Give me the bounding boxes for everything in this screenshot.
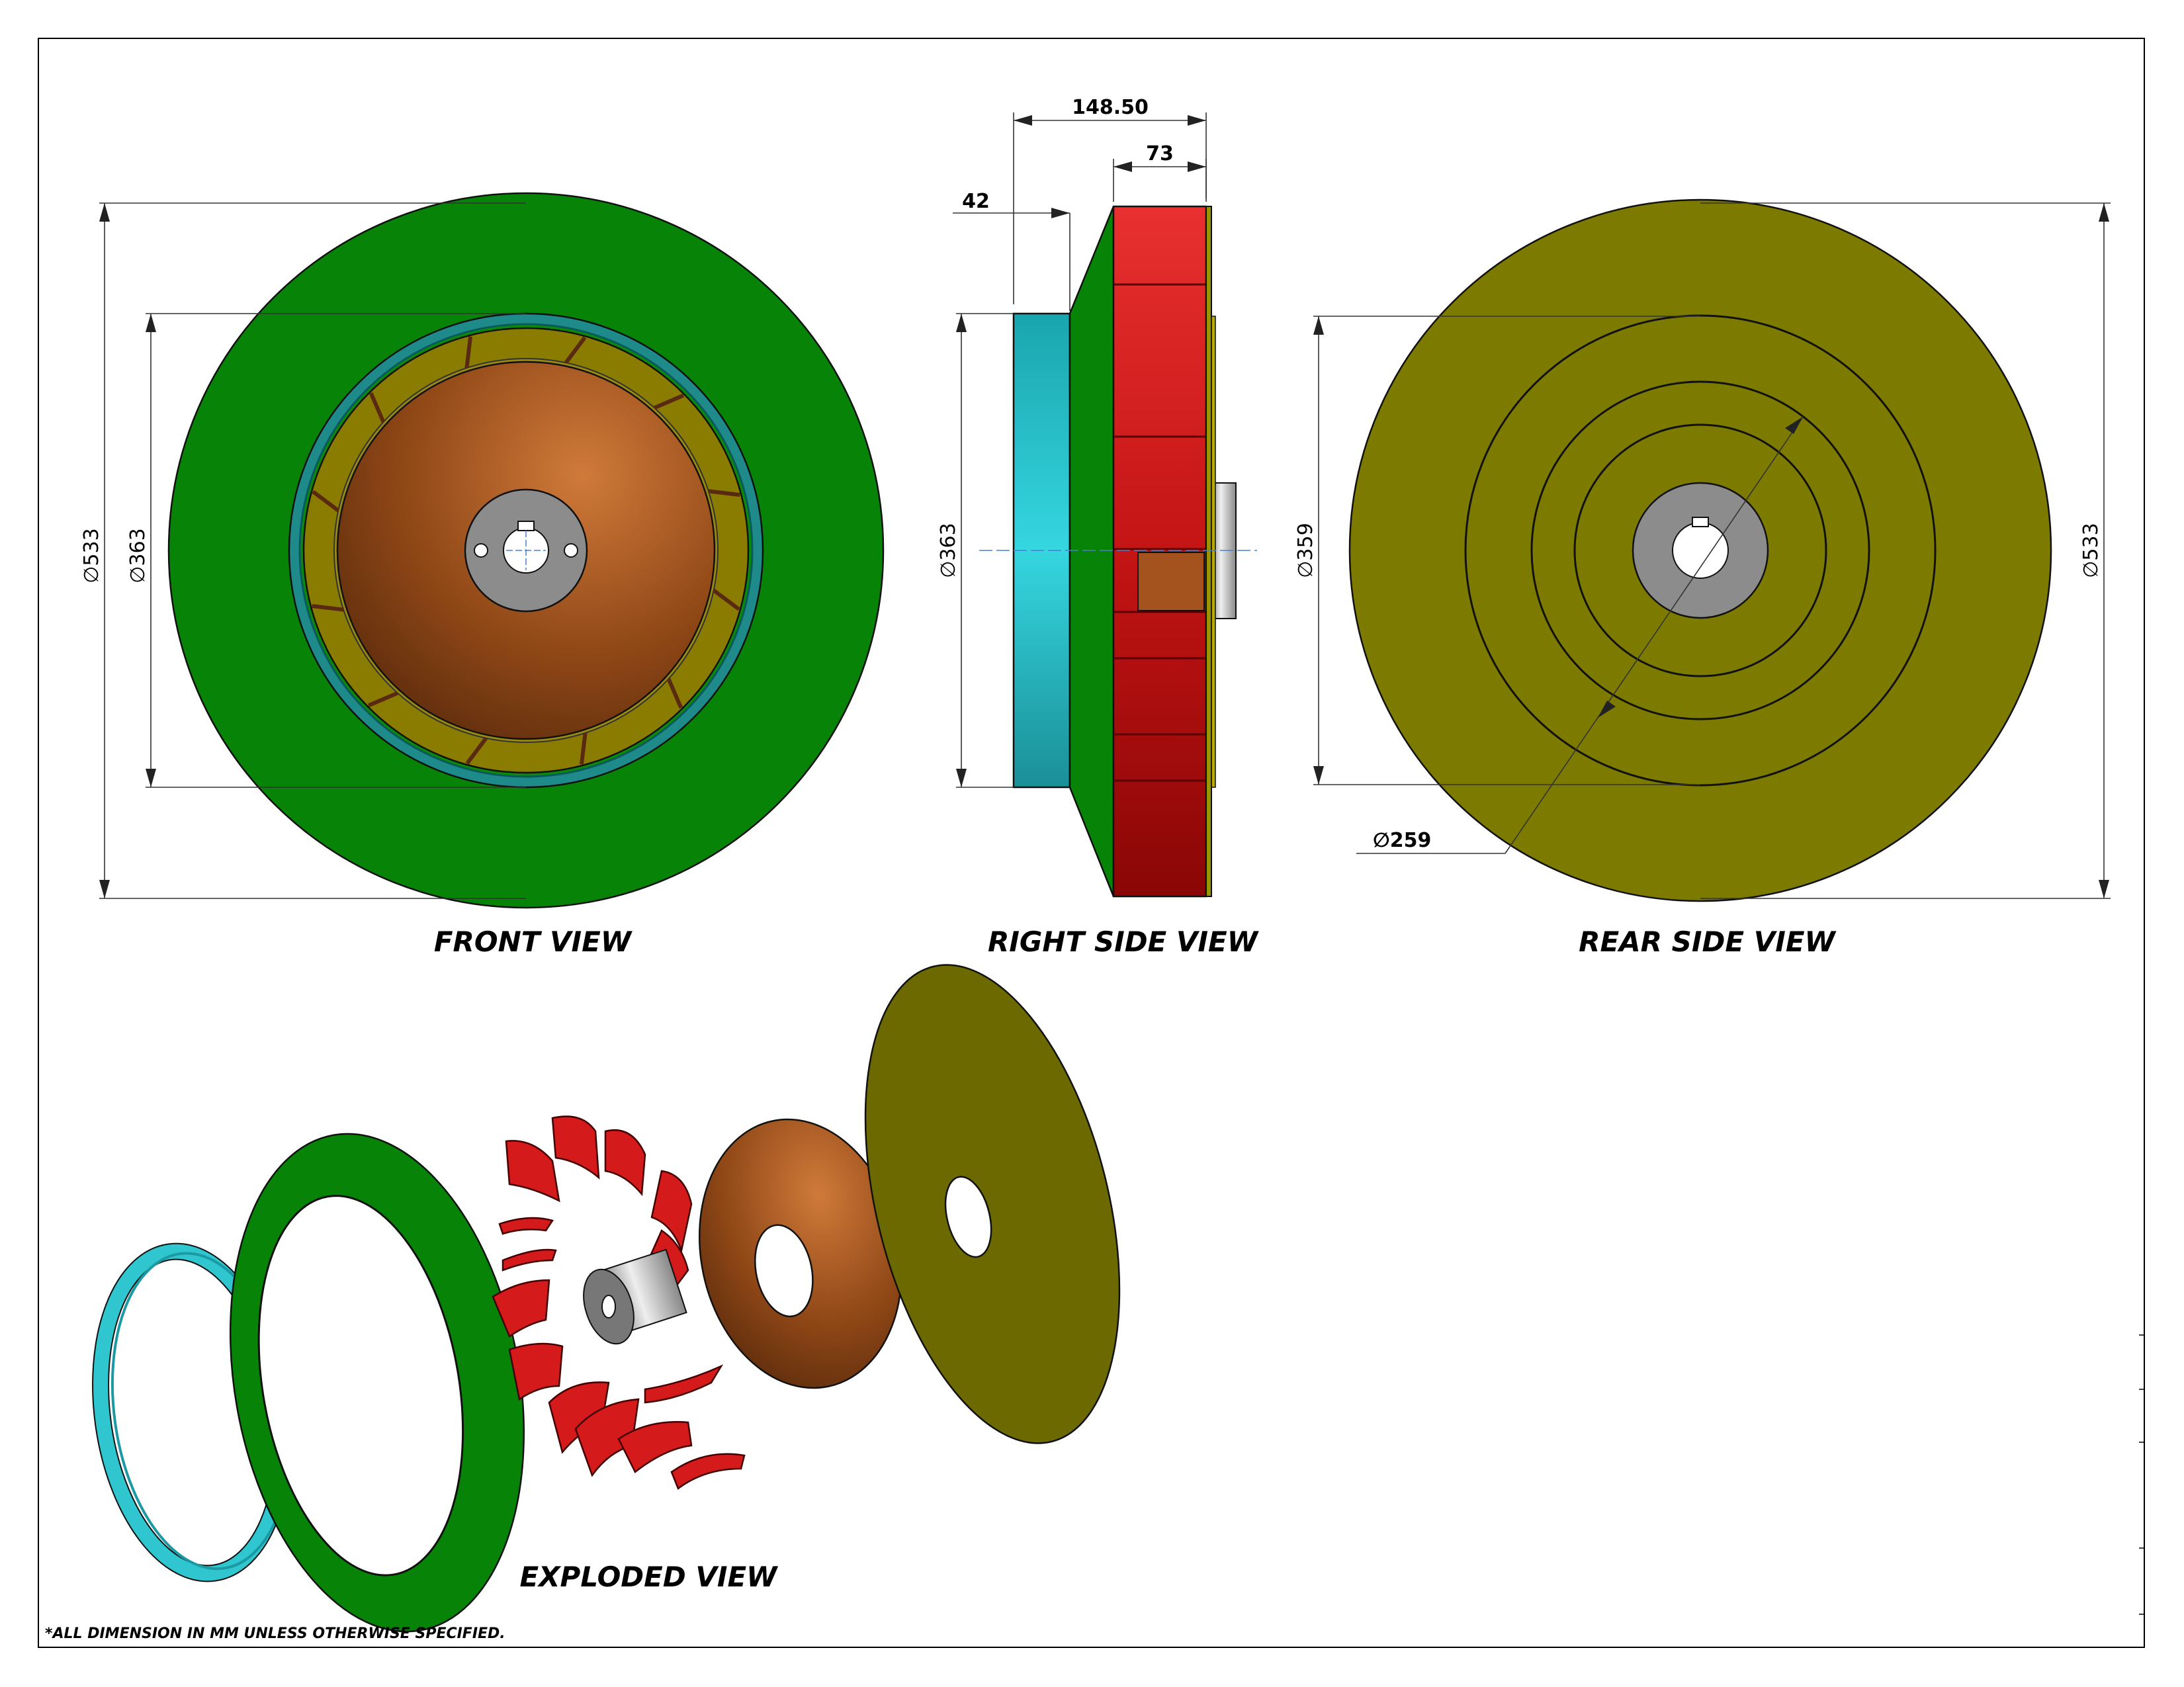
side-dim-inlet: 42 [962,190,990,213]
front-dim-inner: 363 [126,528,150,566]
rear-keyway [1692,517,1709,527]
diameter-symbol-icon: ∅ [126,566,150,584]
svg-text:∅533: ∅533 [80,528,103,583]
front-view-title: FRONT VIEW [434,926,633,958]
exploded-shroud [229,1133,525,1633]
front-blade-rib [708,489,740,497]
rear-view-title: REAR SIDE VIEW [1579,926,1837,958]
rear-dim-inner: 359 [1294,523,1317,560]
rear-ring-outer [1464,314,1937,787]
diameter-symbol-icon: ∅ [937,561,960,578]
svg-text:∅363: ∅363 [126,528,150,583]
front-blade-rib [666,677,683,709]
front-blade-rib [312,603,344,612]
front-blade-rib [464,336,473,368]
side-backplate [1205,206,1212,897]
exploded-view: EXPLODED VIEW [92,964,1121,1633]
side-dim-overall: 148.50 [1072,96,1149,119]
front-blade-ribs [312,336,740,765]
svg-text:∅259: ∅259 [1373,829,1431,852]
rear-bore [1672,522,1729,579]
border-tick-marks [2139,1334,2144,1615]
front-blade-rib [653,393,685,410]
front-blade-rib [367,691,399,708]
front-keyway [517,521,535,531]
side-dim-inlet-dia: 363 [937,523,960,560]
diameter-symbol-icon: ∅ [80,566,103,584]
svg-text:∅363: ∅363 [937,523,960,578]
front-view: ∅533 ∅363 FRONT VIEW [80,192,885,958]
exploded-backplate [864,964,1121,1444]
rear-ring-middle [1530,380,1870,720]
side-view-title: RIGHT SIDE VIEW [988,926,1260,958]
side-backplate-lip [1211,316,1216,788]
exploded-hub [583,1248,687,1345]
rear-dim-ring: 259 [1390,829,1432,852]
front-dim-outer: 533 [80,528,103,566]
svg-text:∅533: ∅533 [2079,523,2103,578]
dimension-note: *ALL DIMENSION IN MM UNLESS OTHERWISE SP… [45,1625,505,1642]
rear-side-view: ∅259 ∅359 ∅533 REAR SIDE VIEW [1294,198,2111,958]
diameter-symbol-icon: ∅ [2079,561,2103,578]
rear-dim-outer: 533 [2079,523,2103,560]
exploded-cone [698,1118,903,1389]
front-hub-hole-left [474,543,488,558]
drawing-border [38,38,2145,1648]
rear-ring-inner [1573,423,1827,677]
front-blade-rib [369,392,386,423]
front-blade-rib [465,736,488,765]
right-side-view: 148.50 73 42 ∅363 RIGHT SIDE VIEW [937,96,1260,958]
side-cone-section [1137,552,1205,611]
svg-text:∅359: ∅359 [1294,523,1317,578]
side-shroud-cone [1069,206,1115,897]
side-dim-blades: 73 [1146,142,1174,165]
front-hub-hole-right [564,543,578,558]
side-blade-stack [1112,205,1207,898]
front-blade-rib [712,588,740,611]
front-blade-rib [564,336,587,365]
front-blade-rib [579,732,588,765]
side-blade-segments [1114,283,1206,782]
front-blade-rib [312,490,340,513]
diameter-symbol-icon: ∅ [1294,561,1317,578]
exploded-view-title: EXPLODED VIEW [519,1561,779,1593]
diameter-symbol-icon: ∅ [1373,829,1390,852]
